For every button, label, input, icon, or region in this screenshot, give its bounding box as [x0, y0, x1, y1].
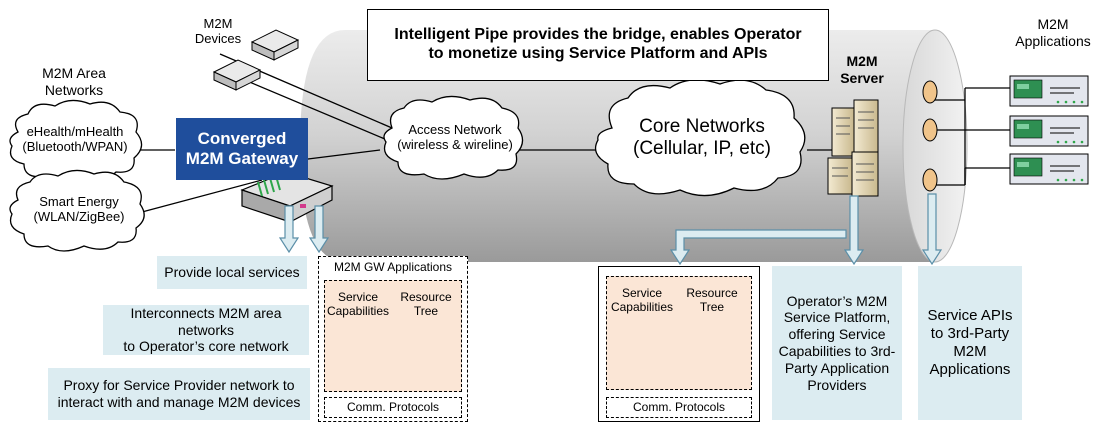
gw-resource-tree-label: Resource Tree	[400, 290, 452, 319]
gw-comm-protocols: Comm. Protocols	[324, 397, 462, 418]
arrow-api	[921, 193, 943, 266]
gw-capabilities-panel	[324, 280, 462, 392]
server-service-capabilities-label: Service Capabilities	[610, 286, 674, 315]
info-service-apis: Service APIs to 3rd-Party M2M Applicatio…	[918, 266, 1022, 420]
cloud-ehealth	[9, 99, 143, 182]
access-network-label: Access Network (wireless & wireline)	[397, 122, 513, 153]
m2m-server-label: M2M Server	[840, 53, 884, 86]
arrow-server-stack	[669, 229, 847, 266]
m2m-application-icon-2	[1009, 115, 1089, 147]
info-proxy: Proxy for Service Provider network to in…	[48, 368, 310, 420]
m2m-device-top	[250, 29, 300, 61]
info-service-platform: Operator’s M2M Service Platform, offerin…	[772, 266, 902, 420]
cloud-core-networks	[594, 79, 806, 197]
cloud-smart-energy	[9, 169, 145, 252]
flow-arrows	[278, 193, 943, 266]
smart-energy-label: Smart Energy (WLAN/ZigBee)	[33, 194, 125, 225]
arrow-server-platform	[843, 195, 865, 266]
m2m-devices-label: M2M Devices	[194, 16, 242, 47]
banner: Intelligent Pipe provides the bridge, en…	[367, 9, 829, 81]
gateway-title: Converged M2M Gateway	[176, 118, 308, 180]
m2m-applications-label: M2M Applications	[1015, 16, 1091, 49]
m2m-application-icon-1	[1009, 75, 1089, 107]
gw-service-capabilities-label: Service Capabilities	[326, 290, 390, 319]
arrow-gw-local	[278, 205, 300, 254]
info-local-services: Provide local services	[157, 256, 307, 289]
core-networks-label: Core Networks (Cellular, IP, etc)	[633, 116, 771, 160]
arrow-gw-stack	[308, 205, 330, 254]
m2m-device-bottom	[212, 59, 262, 91]
gw-stack-title: M2M GW Applications	[333, 260, 453, 274]
server-capabilities-panel	[606, 276, 752, 390]
m2m-area-networks-label: M2M Area Networks	[42, 65, 106, 98]
server-resource-tree-label: Resource Tree	[686, 286, 738, 315]
cloud-access-network	[383, 95, 524, 180]
ehealth-label: eHealth/mHealth (Bluetooth/WPAN)	[22, 124, 128, 155]
m2m-application-icon-3	[1009, 153, 1089, 185]
api-ports	[922, 80, 938, 192]
gateway-device-icon	[240, 171, 334, 223]
server-comm-protocols: Comm. Protocols	[606, 397, 752, 418]
m2m-server-icon	[827, 99, 879, 197]
info-interconnects: Interconnects M2M area networks to Opera…	[103, 305, 309, 355]
